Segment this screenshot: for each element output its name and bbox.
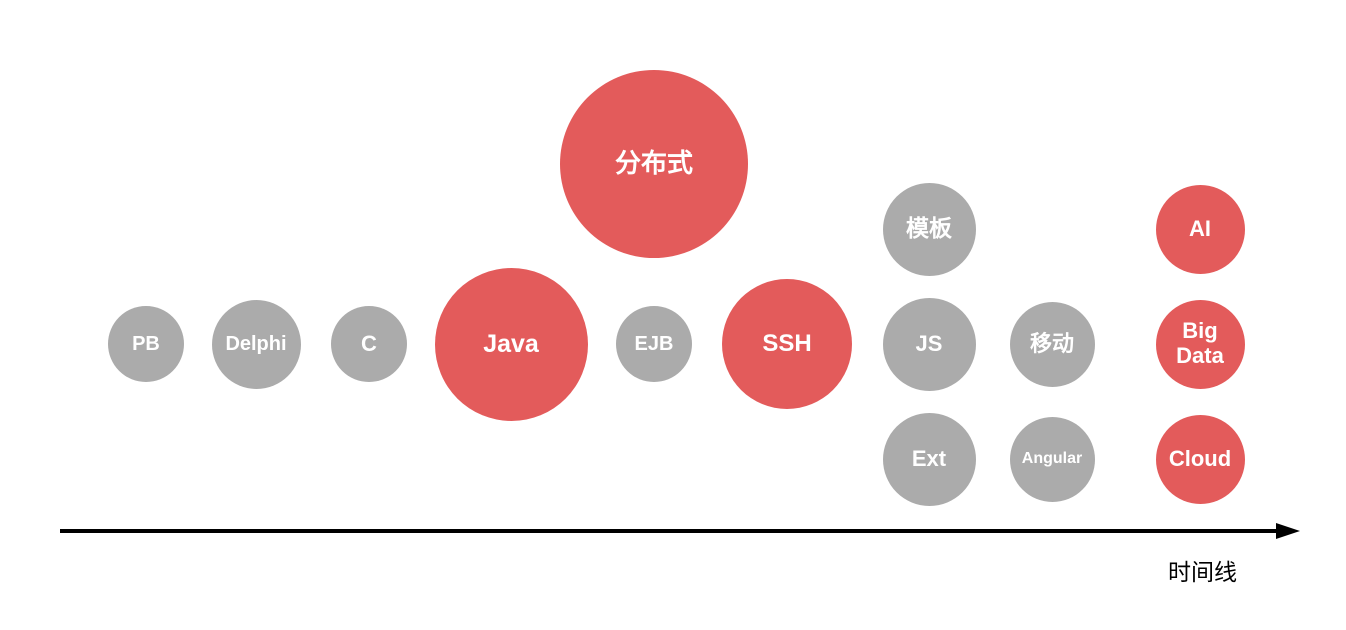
bubble-label: 移动 xyxy=(1029,330,1074,356)
bubble-pb[interactable]: PB xyxy=(108,306,184,382)
bubble-label: 模板 xyxy=(906,215,952,242)
bubble-label: Delphi xyxy=(225,332,287,355)
bubble-label: AI xyxy=(1189,215,1211,241)
bubble-delphi[interactable]: Delphi xyxy=(211,299,301,389)
bubble-label: Cloud xyxy=(1168,445,1232,471)
timeline-arrowhead xyxy=(1276,523,1300,539)
bubble-ai[interactable]: AI xyxy=(1155,184,1245,274)
bubble-label: PB xyxy=(132,332,160,355)
bubble-java[interactable]: Java xyxy=(434,267,588,421)
bubble-c[interactable]: C xyxy=(331,306,407,382)
timeline-caption: 时间线 xyxy=(1168,560,1237,586)
bubble-label: EJB xyxy=(634,332,674,355)
bubble-distributed[interactable]: 分布式 xyxy=(560,70,748,258)
bubble-ssh[interactable]: SSH xyxy=(722,279,852,409)
bubble-label: Angular xyxy=(1021,450,1083,468)
bubble-cloud[interactable]: Cloud xyxy=(1155,414,1245,504)
bubble-label: Ext xyxy=(911,445,947,471)
bubble-mobile[interactable]: 移动 xyxy=(1009,301,1095,387)
bubble-label: Java xyxy=(483,330,539,358)
bubble-label: Big Data xyxy=(1176,318,1224,368)
bubble-label: JS xyxy=(915,330,943,356)
timeline-axis-arrow xyxy=(60,523,1300,539)
bubble-bigdata[interactable]: Big Data xyxy=(1155,299,1245,389)
bubble-label: C xyxy=(361,330,377,356)
bubble-js[interactable]: JS xyxy=(882,297,976,391)
bubble-template[interactable]: 模板 xyxy=(882,182,976,276)
bubble-ext[interactable]: Ext xyxy=(882,412,976,506)
bubble-label: SSH xyxy=(762,329,812,357)
bubble-ejb[interactable]: EJB xyxy=(616,306,692,382)
bubble-angular[interactable]: Angular xyxy=(1009,416,1095,502)
bubble-label: 分布式 xyxy=(614,148,693,179)
